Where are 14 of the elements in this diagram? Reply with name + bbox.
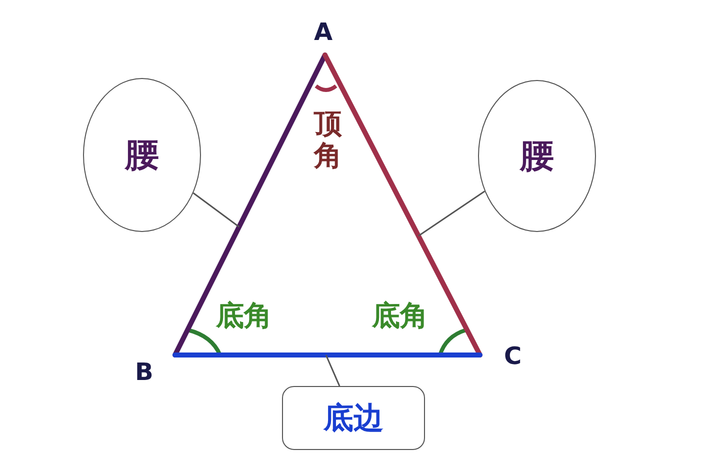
callout-text: 底边 (324, 400, 384, 438)
leader-line (325, 354, 340, 386)
callout-text: 腰 (125, 134, 159, 177)
vertex-label: B (135, 360, 154, 384)
angle-label: 底角 (216, 302, 272, 330)
vertex-label: A (314, 20, 333, 44)
base-side (172, 352, 482, 358)
leader-line (192, 192, 240, 228)
vertex-label: C (504, 344, 522, 368)
angle-label: 顶角 (314, 108, 343, 172)
angle-label: 底角 (372, 302, 428, 330)
callout-box (282, 386, 425, 450)
callout-text: 腰 (520, 135, 554, 178)
leader-line (418, 190, 486, 237)
